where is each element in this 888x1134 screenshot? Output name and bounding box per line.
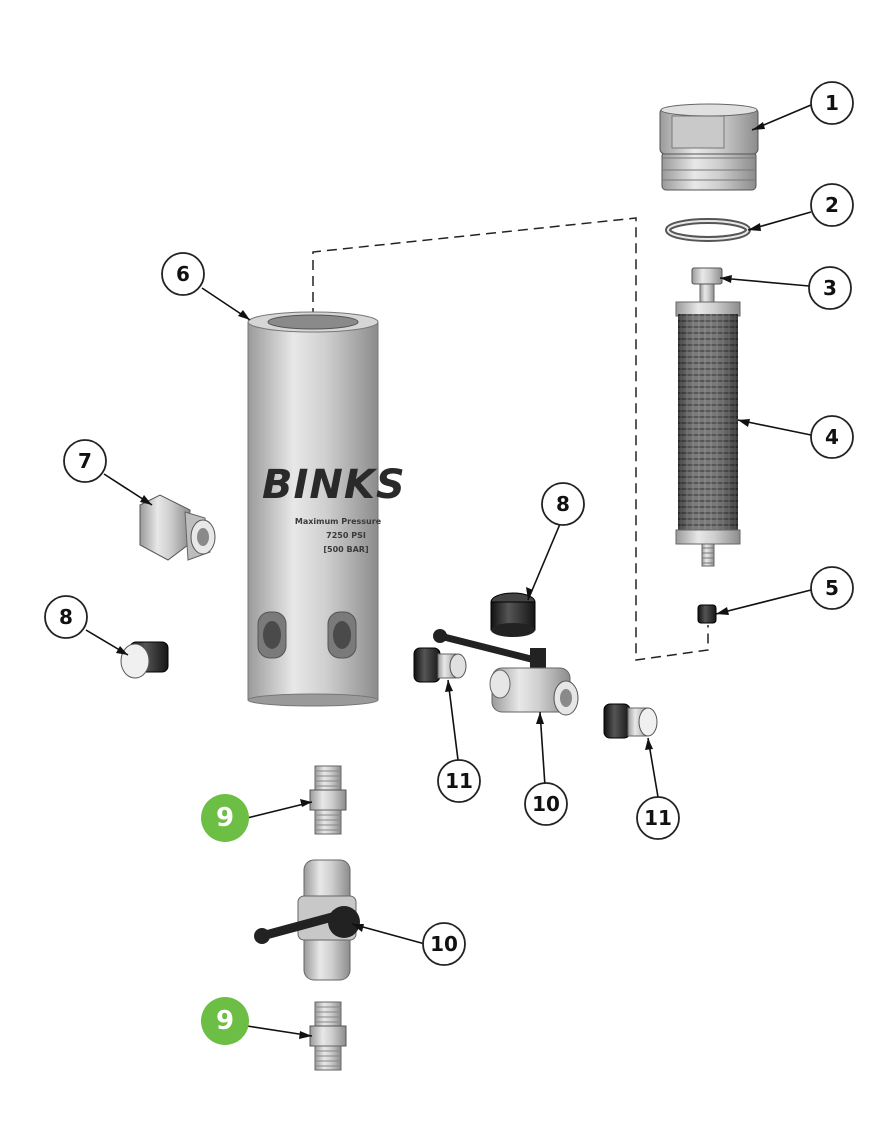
arrowhead-5 (716, 607, 729, 615)
part-9-nipple-bottom (309, 1001, 347, 1071)
callout-11b-label: 11 (644, 806, 672, 830)
callout-4: 4 (810, 415, 854, 459)
callout-8a-label: 8 (59, 605, 73, 629)
arrowhead-9b (299, 1031, 312, 1039)
leader-lines (85, 104, 812, 1037)
arrowhead-11a (445, 680, 453, 692)
callout-6-label: 6 (176, 262, 190, 286)
callout-10a-label: 10 (532, 792, 560, 816)
callout-9a: 9 (201, 794, 249, 842)
leader-10b (351, 923, 426, 945)
arrowhead-3 (720, 275, 732, 283)
leader-arrowheads (116, 122, 765, 1039)
arrowhead-2 (748, 223, 761, 231)
part-9-nipple-top (309, 765, 347, 835)
callout-10b: 10 (422, 922, 466, 966)
callout-6: 6 (161, 252, 205, 296)
callout-9b: 9 (201, 997, 249, 1045)
part-8-plug-left (120, 641, 169, 679)
leader-5 (715, 589, 812, 615)
arrowhead-10a (536, 712, 544, 724)
callout-11a: 11 (437, 759, 481, 803)
callout-8b: 8 (541, 482, 585, 526)
callout-9a-label: 9 (216, 803, 234, 833)
arrowhead-8a (116, 646, 128, 655)
callout-2-label: 2 (825, 193, 839, 217)
body-spec-line1: Maximum Pressure (295, 517, 382, 526)
part-10-ball-valve (433, 629, 579, 716)
part-1-filter-cap (659, 103, 759, 191)
leader-3 (719, 277, 810, 287)
part-6-filter-body: BINKS Maximum Pressure 7250 PSI [500 BAR… (247, 311, 406, 707)
callout-1: 1 (810, 81, 854, 125)
arrowhead-11b (645, 738, 653, 750)
part-8-plug-right (490, 592, 536, 637)
part-5-nut (697, 604, 717, 624)
leader-9a (246, 801, 313, 819)
callout-5: 5 (810, 566, 854, 610)
callouts: 1 2 3 4 5 6 7 8 8 9 9 10 10 11 11 (44, 81, 854, 1045)
arrowhead-9a (300, 799, 312, 807)
callout-3-label: 3 (823, 276, 837, 300)
callout-2: 2 (810, 183, 854, 227)
part-2-o-ring (665, 218, 751, 242)
callout-5-label: 5 (825, 576, 839, 600)
arrowhead-1 (752, 122, 765, 130)
callout-10a: 10 (524, 782, 568, 826)
callout-4-label: 4 (825, 425, 839, 449)
callout-8a: 8 (44, 595, 88, 639)
callout-8b-label: 8 (556, 492, 570, 516)
arrowhead-4 (738, 419, 750, 427)
leader-4 (737, 419, 812, 436)
callout-7: 7 (63, 439, 107, 483)
arrowhead-7 (140, 495, 152, 505)
callout-3: 3 (808, 266, 852, 310)
arrowhead-8b (526, 587, 533, 600)
part-7-fitting (139, 494, 216, 561)
callout-7-label: 7 (78, 449, 92, 473)
leader-11a (447, 679, 459, 761)
arrowhead-6 (238, 310, 250, 320)
leader-10a (539, 711, 546, 787)
body-spec-line2: 7250 PSI (326, 531, 366, 540)
part-11-fitting-left (413, 647, 467, 683)
part-4-filter-element (675, 301, 741, 567)
body-brand-logo: BINKS (262, 462, 406, 508)
arrowhead-10b (352, 924, 364, 932)
callout-11b: 11 (636, 796, 680, 840)
leader-8b (527, 523, 561, 601)
part-10-ball-valve-vertical (254, 859, 360, 981)
part-11-fitting-right (603, 703, 658, 739)
assembly-path-dashed (312, 217, 709, 661)
callout-11a-label: 11 (445, 769, 473, 793)
callout-1-label: 1 (825, 91, 839, 115)
callout-10b-label: 10 (430, 932, 458, 956)
body-spec-line3: [500 BAR] (323, 545, 368, 554)
callout-9b-label: 9 (216, 1006, 234, 1036)
